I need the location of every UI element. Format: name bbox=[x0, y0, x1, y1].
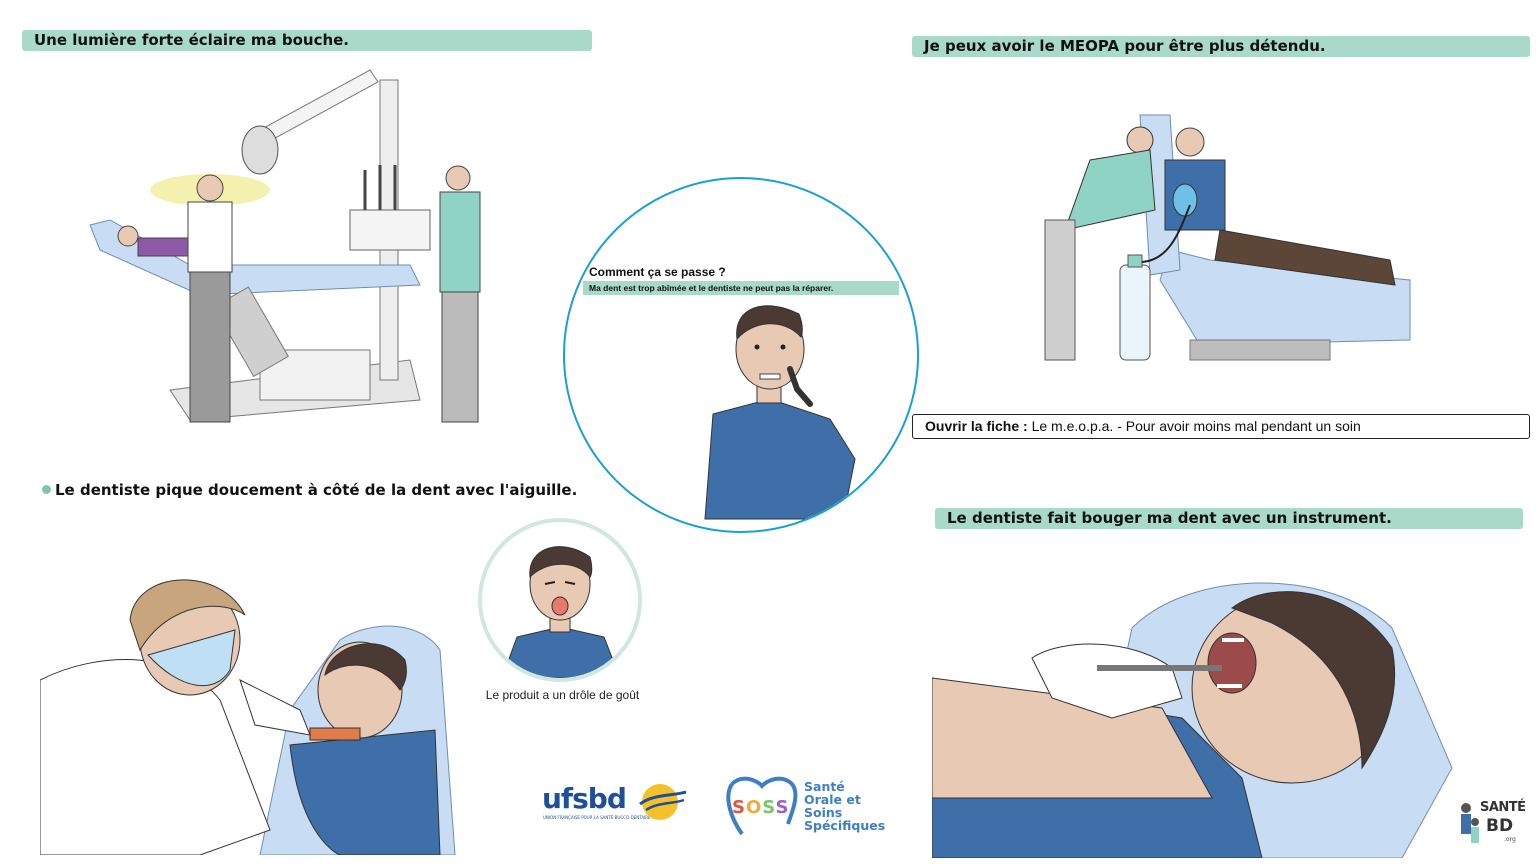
santebd-line3: .org bbox=[1504, 836, 1516, 843]
heading-needle: Le dentiste pique doucement à côté de la… bbox=[42, 481, 577, 499]
soss-letter-s2: S bbox=[762, 797, 776, 818]
illustration-boy-tongue bbox=[501, 546, 621, 678]
soss-letter-o: O bbox=[745, 797, 763, 818]
illustration-meopa bbox=[1030, 110, 1420, 370]
fiche-label: Ouvrir la fiche : bbox=[925, 418, 1028, 434]
soss-letter-s3: S bbox=[775, 797, 790, 818]
taste-caption: Le produit a un drôle de goût bbox=[485, 688, 640, 702]
santebd-line2: BD bbox=[1486, 816, 1514, 836]
ufsbd-tagline: UNION FRANÇAISE POUR LA SANTÉ BUCCO-DENT… bbox=[543, 815, 651, 820]
soss-logo: SOSS Santé Orale et Soins Spécifiques bbox=[722, 772, 897, 842]
ufsbd-logo: ufsbd UNION FRANÇAISE POUR LA SANTÉ BUCC… bbox=[540, 778, 690, 824]
tooth-outline-icon bbox=[726, 776, 798, 836]
center-card-title: Comment ça se passe ? bbox=[589, 265, 726, 279]
soss-word: SOSS bbox=[732, 797, 789, 818]
santebd-line1: SANTÉ bbox=[1480, 800, 1526, 815]
santebd-logo: SANTÉ BD .org bbox=[1458, 798, 1526, 850]
soss-text: Santé Orale et Soins Spécifiques bbox=[804, 779, 886, 833]
heading-meopa: Je peux avoir le MEOPA pour être plus dé… bbox=[912, 36, 1530, 57]
open-fiche-link[interactable]: Ouvrir la fiche : Le m.e.o.p.a. - Pour a… bbox=[912, 414, 1530, 439]
ufsbd-wordmark: ufsbd bbox=[542, 782, 627, 815]
characters-icon bbox=[1461, 803, 1479, 843]
bullet-dot-icon bbox=[42, 485, 51, 494]
heading-needle-text: Le dentiste pique doucement à côté de la… bbox=[55, 481, 578, 499]
illustration-needle bbox=[40, 560, 460, 855]
center-card-subtitle: Ma dent est trop abîmée et le dentiste n… bbox=[583, 281, 899, 295]
illustration-instrument bbox=[932, 568, 1462, 858]
illustration-boy-pointing-tooth bbox=[704, 305, 856, 520]
illustration-dental-light bbox=[80, 60, 540, 440]
intro-circle-card: Comment ça se passe ? Ma dent est trop a… bbox=[563, 177, 919, 533]
heading-instrument: Le dentiste fait bouger ma dent avec un … bbox=[935, 508, 1523, 529]
taste-circle-card bbox=[478, 518, 642, 682]
ufsbd-smile-icon bbox=[639, 784, 687, 820]
soss-letter-s1: S bbox=[732, 797, 746, 818]
heading-light: Une lumière forte éclaire ma bouche. bbox=[22, 30, 592, 51]
fiche-text: Le m.e.o.p.a. - Pour avoir moins mal pen… bbox=[1031, 418, 1361, 434]
